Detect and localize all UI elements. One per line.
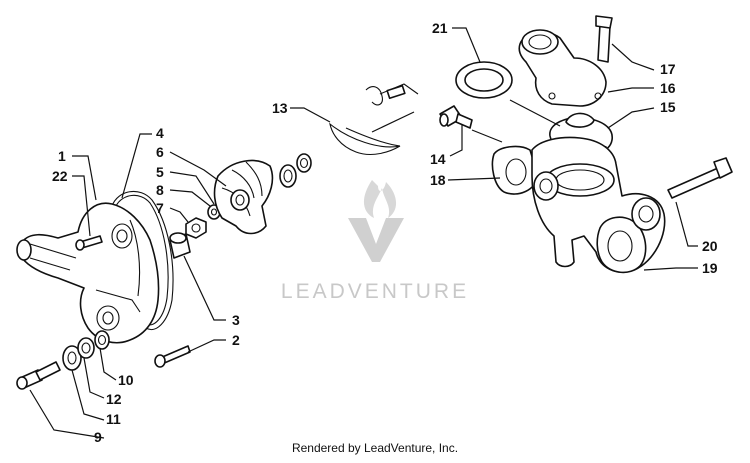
long-bolt xyxy=(667,167,723,199)
callout-21: 21 xyxy=(432,20,448,36)
render-credit: Rendered by LeadVenture, Inc. xyxy=(291,441,459,455)
callout-4: 4 xyxy=(156,125,164,141)
callout-15: 15 xyxy=(660,99,676,115)
thermostat-housing-assembly xyxy=(455,15,733,274)
callout-1: 1 xyxy=(58,148,66,164)
callout-11: 11 xyxy=(106,411,121,427)
callout-5: 5 xyxy=(156,164,164,180)
callout-14: 14 xyxy=(430,151,446,167)
leader-lines xyxy=(29,27,698,439)
leadventure-watermark: LEADVENTURE xyxy=(281,180,469,303)
housing-gasket xyxy=(491,145,539,195)
watermark-v-logo xyxy=(348,218,404,262)
callout-9: 9 xyxy=(94,429,102,445)
impeller-nut xyxy=(185,217,207,239)
callout-18: 18 xyxy=(430,172,446,188)
callout-2: 2 xyxy=(232,332,240,348)
temperature-sensor-assembly xyxy=(329,83,473,155)
drain-washer-inner xyxy=(94,330,110,350)
callout-6: 6 xyxy=(156,144,164,160)
callout-8: 8 xyxy=(156,182,164,198)
callout-3: 3 xyxy=(232,312,240,328)
callout-20: 20 xyxy=(702,238,718,254)
shaft-seal xyxy=(279,164,297,188)
sensor-wire xyxy=(329,122,401,155)
callout-19: 19 xyxy=(702,260,718,276)
callout-16: 16 xyxy=(660,80,676,96)
cover-bolt xyxy=(597,23,611,63)
drain-o-ring xyxy=(77,337,95,359)
callout-17: 17 xyxy=(660,61,676,77)
pump-gasket xyxy=(111,190,174,330)
water-pump-assembly xyxy=(16,153,312,390)
shaft-washer xyxy=(296,153,312,173)
callout-12: 12 xyxy=(106,391,122,407)
callout-13: 13 xyxy=(272,100,288,116)
outlet-flange-gasket xyxy=(596,216,647,274)
watermark-flame-logo xyxy=(363,180,397,218)
callout-10: 10 xyxy=(118,372,134,388)
watermark-text: LEADVENTURE xyxy=(281,280,469,303)
callout-22: 22 xyxy=(52,168,68,184)
callout-numbers: 1 2 3 4 5 6 7 8 9 10 11 12 13 14 15 16 1… xyxy=(52,20,718,445)
callout-7: 7 xyxy=(156,200,164,216)
